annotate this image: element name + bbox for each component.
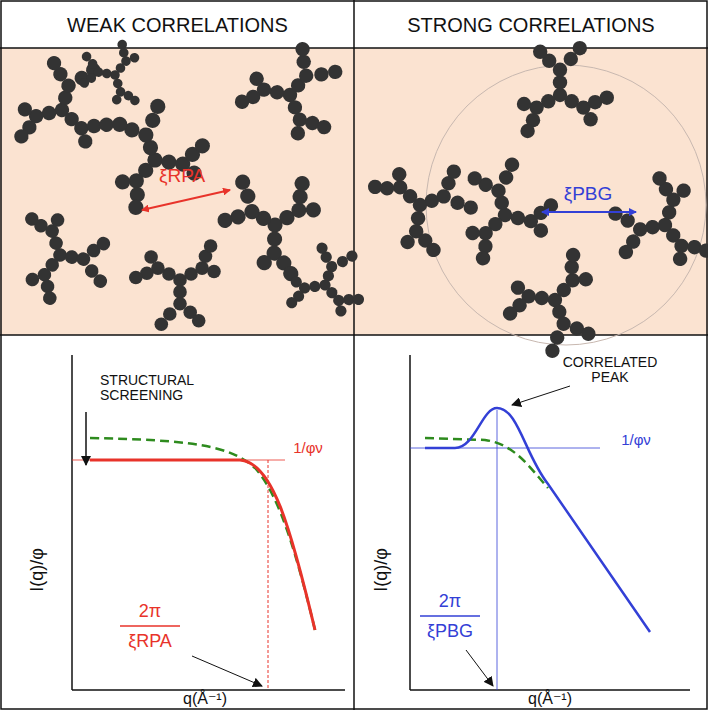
distance-label: ξPBG (564, 184, 613, 205)
level-label: 1/φν (621, 432, 651, 449)
annotation: STRUCTURAL SCREENING (100, 373, 230, 404)
level-label: 1/φν (293, 440, 323, 457)
header-text: WEAK CORRELATIONS (67, 14, 288, 36)
fraction-top: 2π (439, 592, 461, 612)
column-header: STRONG CORRELATIONS (356, 2, 706, 47)
fraction-top: 2π (139, 602, 161, 622)
axis-label: q(Å⁻¹) (183, 690, 227, 708)
axis-label: I(q)/φ (372, 548, 392, 592)
annotation: CORRELATED PEAK (555, 355, 665, 386)
axis-label: q(Å⁻¹) (528, 690, 572, 708)
distance-label: ξRPA (159, 166, 205, 187)
header-text: STRONG CORRELATIONS (407, 14, 654, 36)
column-header: WEAK CORRELATIONS (2, 2, 353, 47)
fraction-bottom: ξPBG (427, 622, 473, 642)
fraction-bottom: ξRPA (128, 632, 172, 652)
axis-label: I(q)/φ (28, 548, 48, 592)
